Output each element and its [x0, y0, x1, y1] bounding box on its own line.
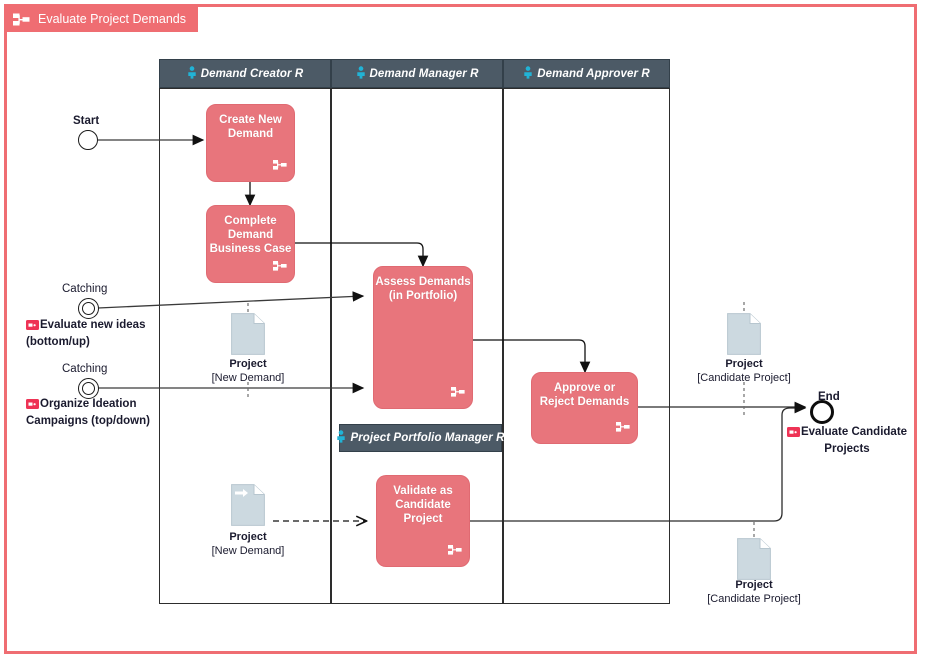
lane-header-demand-creator[interactable]: Demand Creator R	[159, 59, 331, 88]
annotation-text-sub: Campaigns (top/down)	[26, 415, 150, 427]
lane-header-demand-manager[interactable]: Demand Manager R	[331, 59, 503, 88]
task-create-new-demand[interactable]: Create New Demand	[206, 104, 295, 182]
annotation-text: Organize Ideation	[40, 398, 137, 410]
data-object-name: Project	[229, 531, 267, 543]
catching-event-1[interactable]	[78, 298, 99, 319]
catching-event-2[interactable]	[78, 378, 99, 399]
task-label-line: Complete	[224, 215, 277, 227]
task-label-line: Approve or	[553, 382, 616, 394]
process-pool-icon	[13, 12, 30, 27]
catching-event-2-label: Catching	[62, 363, 108, 375]
lane-label: Project Portfolio Manager R	[350, 432, 505, 444]
task-label-line: Business Case	[209, 243, 292, 255]
task-label-line: Project	[403, 513, 443, 525]
task-label-line: Demand	[227, 229, 274, 241]
data-object-state: [Candidate Project]	[697, 372, 791, 384]
end-event[interactable]	[810, 400, 834, 424]
task-label-line: Assess Demands	[375, 276, 471, 288]
task-label-line: Demand	[227, 128, 274, 140]
task-assess-demands[interactable]: Assess Demands (in Portfolio)	[373, 266, 473, 409]
diagram-title-tab[interactable]: Evaluate Project Demands	[7, 6, 198, 32]
task-complete-demand-business-case[interactable]: Complete Demand Business Case	[206, 205, 295, 283]
person-icon	[336, 430, 346, 446]
subprocess-marker-icon	[273, 260, 287, 276]
annotation-badge-icon	[26, 399, 39, 414]
task-label-line: (in Portfolio)	[388, 290, 458, 302]
catching-event-1-inner-ring	[81, 301, 95, 315]
catching-event-2-inner-ring	[81, 381, 95, 395]
catching-event-1-annotation: Evaluate new ideas (bottom/up)	[26, 318, 145, 350]
subprocess-marker-icon	[451, 386, 465, 402]
task-label-line: Reject Demands	[539, 396, 630, 408]
data-object-name: Project	[725, 358, 763, 370]
subprocess-marker-icon	[616, 421, 630, 437]
data-object-candidate-project-1[interactable]	[727, 313, 761, 360]
subprocess-marker-icon	[273, 159, 287, 175]
data-object-new-demand-1-label: Project [New Demand]	[193, 357, 303, 385]
start-event[interactable]	[78, 130, 98, 150]
task-label-line: Candidate	[395, 499, 451, 511]
task-label-line: Create New	[219, 114, 282, 126]
data-object-new-demand-2[interactable]	[231, 484, 265, 531]
task-approve-or-reject-demands[interactable]: Approve or Reject Demands	[531, 372, 638, 444]
person-icon	[523, 65, 533, 82]
data-object-new-demand-1[interactable]	[231, 313, 265, 360]
start-event-label: Start	[73, 115, 100, 127]
data-object-state: [Candidate Project]	[707, 593, 801, 605]
annotation-badge-icon	[786, 427, 800, 442]
lane-body-demand-approver	[503, 88, 670, 604]
task-validate-as-candidate-project[interactable]: Validate as Candidate Project	[376, 475, 470, 567]
data-object-candidate-project-2[interactable]	[737, 538, 771, 585]
annotation-badge-icon	[26, 320, 39, 335]
lane-label: Demand Manager R	[369, 67, 479, 80]
annotation-text-sub: Projects	[824, 443, 870, 455]
data-object-name: Project	[735, 579, 773, 591]
data-object-candidate-project-2-label: Project [Candidate Project]	[689, 578, 819, 606]
catching-event-1-label: Catching	[62, 283, 108, 295]
end-event-annotation: Evaluate Candidate Projects	[772, 425, 922, 457]
annotation-text: Evaluate new ideas	[40, 319, 146, 331]
data-object-new-demand-2-label: Project [New Demand]	[193, 530, 303, 558]
diagram-title: Evaluate Project Demands	[38, 12, 186, 26]
annotation-text-sub: (bottom/up)	[26, 336, 90, 348]
catching-event-2-annotation: Organize Ideation Campaigns (top/down)	[26, 397, 150, 429]
person-icon	[187, 65, 197, 82]
data-object-candidate-project-1-label: Project [Candidate Project]	[679, 357, 809, 385]
lane-label: Demand Creator R	[200, 67, 304, 80]
lane-label: Demand Approver R	[537, 67, 650, 80]
data-object-state: [New Demand]	[211, 372, 285, 384]
person-icon	[356, 65, 366, 82]
annotation-text: Evaluate Candidate	[800, 426, 908, 438]
data-object-name: Project	[229, 358, 267, 370]
lane-header-demand-approver[interactable]: Demand Approver R	[503, 59, 670, 88]
subprocess-marker-icon	[448, 544, 462, 560]
task-label-line: Validate as	[393, 485, 453, 497]
diagram-frame	[4, 4, 917, 654]
data-object-state: [New Demand]	[211, 545, 285, 557]
lane-header-project-portfolio-manager[interactable]: Project Portfolio Manager R	[336, 424, 505, 452]
